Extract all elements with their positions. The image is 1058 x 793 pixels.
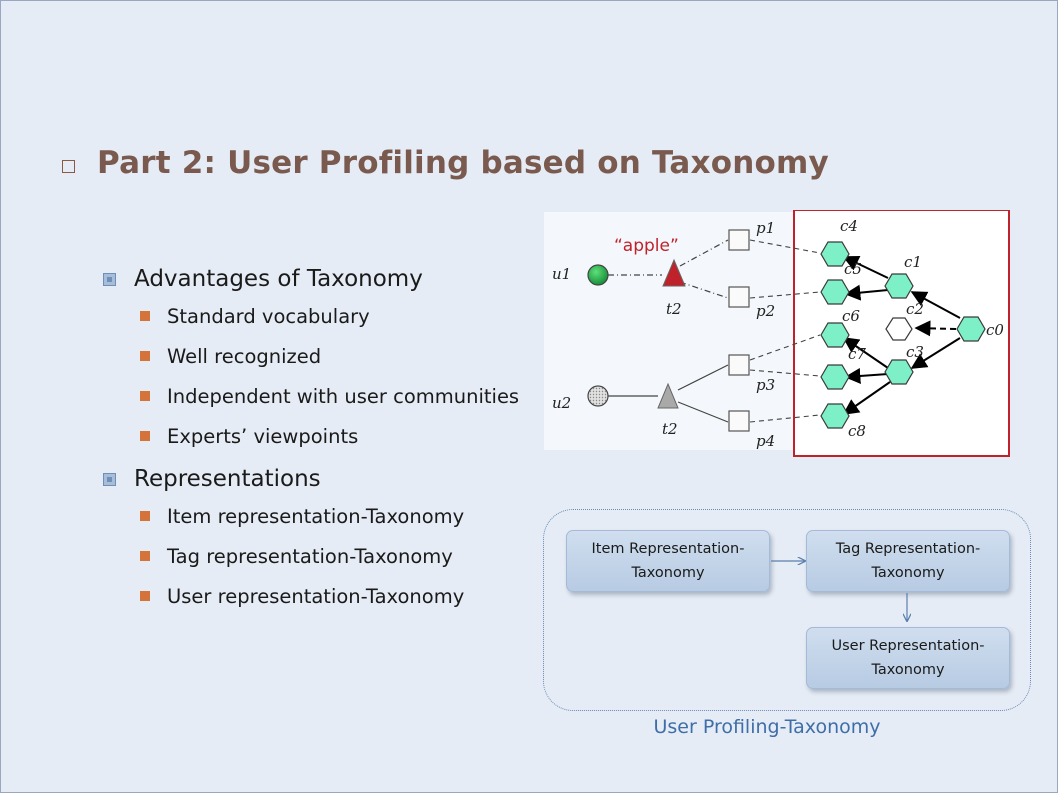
label-c6: c6 [842,307,860,325]
sub-bullet-text: Well recognized [167,344,322,368]
label-c4: c4 [840,217,858,235]
sub-bullet: User representation-Taxonomy [140,576,519,616]
user-representation-box: User Representation-Taxonomy [806,627,1010,689]
square-bullet-icon [140,311,150,321]
label-u1: u1 [552,265,571,283]
item-representation-label: Item Representation-Taxonomy [591,541,745,581]
sub-bullet: Experts’ viewpoints [140,416,519,456]
sub-bullet-text: Item representation-Taxonomy [167,504,465,528]
square-bullet-icon [103,472,116,486]
square-bullet-icon [140,431,150,441]
label-c2: c2 [906,300,924,318]
label-p3: p3 [756,376,775,394]
user-representation-label: User Representation-Taxonomy [831,638,985,678]
tag-triangle-gray [657,382,679,409]
bullet-list: Advantages of Taxonomy Standard vocabula… [103,262,519,616]
sub-bullet-text: Tag representation-Taxonomy [167,544,453,568]
sub-bullet: Tag representation-Taxonomy [140,536,519,576]
square-bullet-icon [140,391,150,401]
edges-item-category [749,239,821,423]
bullet-advantages: Advantages of Taxonomy [103,262,519,296]
title-row: Part 2: User Profiling based on Taxonomy [62,145,829,181]
label-t2-top: t2 [666,300,682,318]
taxonomy-arrows [842,255,961,415]
user-node-gray [587,385,609,407]
page-title: Part 2: User Profiling based on Taxonomy [97,145,829,181]
edges-top [608,239,729,423]
square-bullet-icon [140,551,150,561]
label-c1: c1 [904,253,922,271]
label-p4: p4 [756,432,775,450]
label-c5: c5 [844,260,862,278]
flow-caption: User Profiling-Taxonomy [653,716,881,738]
bullet-representations: Representations [103,462,519,496]
sub-bullet: Item representation-Taxonomy [140,496,519,536]
bullet-label: Advantages of Taxonomy [134,266,423,292]
label-t2-bottom: t2 [662,420,678,438]
sub-bullet: Independent with user communities [140,376,519,416]
tag-representation-label: Tag Representation-Taxonomy [835,541,981,581]
item-representation-box: Item Representation-Taxonomy [566,530,770,592]
sub-bullet-text: Experts’ viewpoints [167,424,359,448]
taxonomy-diagram: u1 u2 t2 t2 p1 p2 p3 p4 c4 c5 c1 c2 c0 c… [544,210,1010,457]
label-c0: c0 [986,321,1004,339]
sub-bullet-text: Independent with user communities [167,384,520,408]
label-u2: u2 [552,394,571,412]
label-p2: p2 [756,302,775,320]
title-bullet-icon [62,159,75,173]
apple-quote: “apple” [614,236,679,256]
user-node-green [587,264,609,286]
flow-container [543,509,1031,711]
category-hexagons [820,241,986,429]
label-c8: c8 [848,422,866,440]
sub-bullet: Standard vocabulary [140,296,519,336]
tag-representation-box: Tag Representation-Taxonomy [806,530,1010,592]
diagram-left-panel [544,212,794,450]
square-bullet-icon [140,511,150,521]
square-bullet-icon [103,272,116,286]
label-c7: c7 [848,345,866,363]
sub-bullet-text: Standard vocabulary [167,304,370,328]
square-bullet-icon [140,351,150,361]
category-hexagon-empty [885,317,913,341]
label-p1: p1 [756,219,775,237]
square-bullet-icon [140,591,150,601]
item-squares [728,229,750,432]
bullet-label: Representations [134,466,321,492]
label-c3: c3 [906,343,924,361]
sub-bullet-text: User representation-Taxonomy [167,584,465,608]
tag-triangle-red [662,258,686,287]
sub-bullet: Well recognized [140,336,519,376]
